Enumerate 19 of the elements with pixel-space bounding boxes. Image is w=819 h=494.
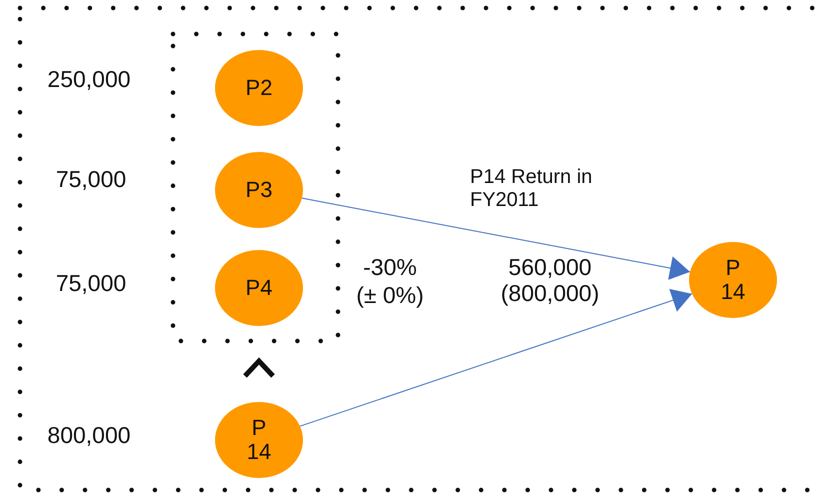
process-circle bbox=[215, 402, 303, 478]
value-label: 560,000 (800,000) bbox=[500, 254, 600, 307]
node-label: P 14 bbox=[720, 256, 746, 304]
process-circle bbox=[215, 152, 303, 228]
value-label: 75,000 bbox=[54, 270, 128, 296]
node-label: P 14 bbox=[246, 416, 272, 464]
node-label: P4 bbox=[244, 276, 274, 300]
process-circle bbox=[215, 250, 303, 326]
edge-label: P14 Return in FY2011 bbox=[470, 166, 594, 212]
value-label: (± 0%) bbox=[355, 282, 425, 308]
process-circle bbox=[689, 242, 777, 318]
node-label: P2 bbox=[244, 76, 274, 100]
value-label: 800,000 bbox=[46, 422, 132, 448]
value-label: -30% bbox=[362, 254, 418, 280]
dotted-frame bbox=[173, 34, 338, 341]
value-label: 75,000 bbox=[54, 166, 128, 192]
node-label: P3 bbox=[244, 178, 274, 202]
value-label: 250,000 bbox=[46, 66, 132, 92]
process-circle bbox=[215, 50, 303, 126]
